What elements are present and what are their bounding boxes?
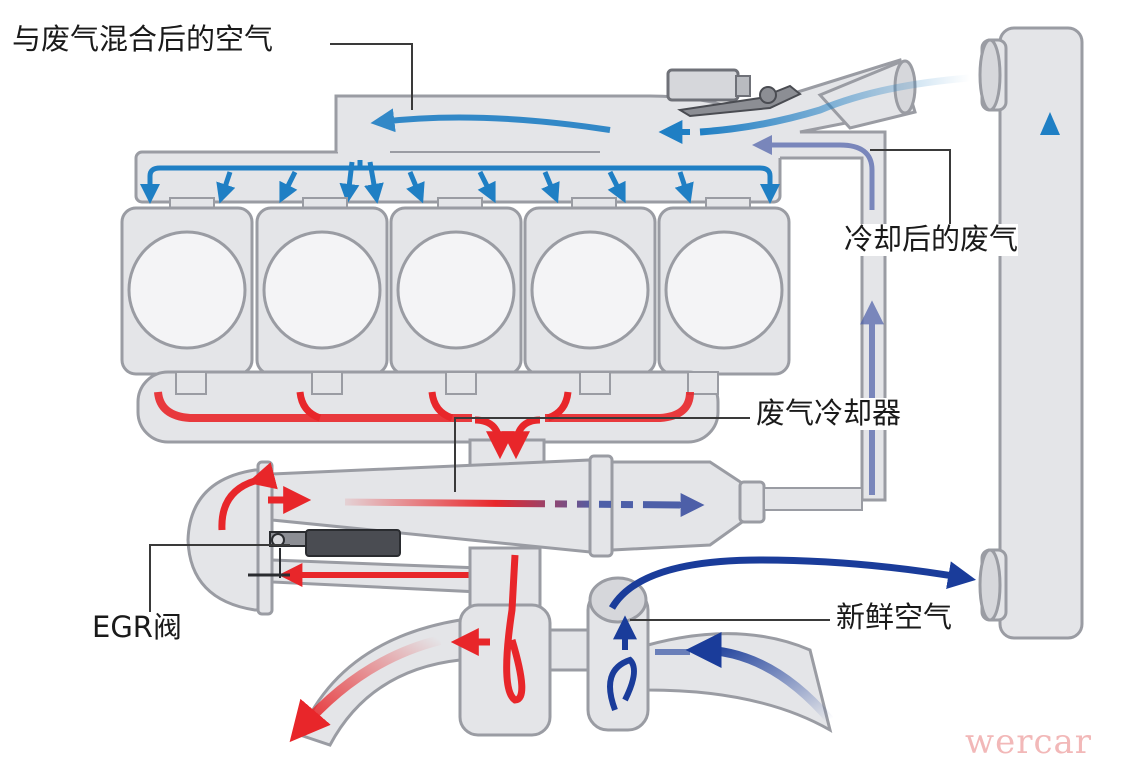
- cylinder: [523, 197, 657, 376]
- label-exhaust-cooler: 废气冷却器: [756, 396, 902, 430]
- leader-mixed-air: [330, 43, 413, 110]
- leader-cooled-exhaust: [870, 149, 951, 225]
- label-egr-valve: EGR阀: [92, 610, 182, 644]
- exhaust-manifold: [136, 370, 720, 472]
- intercooler: [978, 26, 1084, 640]
- cylinder: [389, 197, 523, 376]
- throttle-actuator: [666, 68, 802, 118]
- watermark: wercar: [965, 722, 1093, 762]
- egr-cooler-flow: [218, 462, 705, 587]
- leader-egr-valve: [149, 544, 290, 612]
- cylinder: [657, 197, 791, 376]
- egr-valve: [248, 529, 401, 578]
- label-mixed-air: 与废气混合后的空气: [12, 22, 274, 56]
- turbo-exhaust-flow: [289, 554, 526, 743]
- fresh-air-flow: [607, 556, 977, 723]
- leader-exhaust-cooler: [454, 417, 750, 492]
- label-fresh-air: 新鲜空气: [836, 600, 953, 634]
- leader-lines: [149, 43, 951, 621]
- engine-block: [120, 197, 791, 376]
- cylinder: [255, 197, 389, 376]
- cylinder: [120, 197, 254, 376]
- mixed-air-flow: [140, 74, 971, 204]
- label-cooled-exhaust: 冷却后的废气: [844, 222, 1019, 256]
